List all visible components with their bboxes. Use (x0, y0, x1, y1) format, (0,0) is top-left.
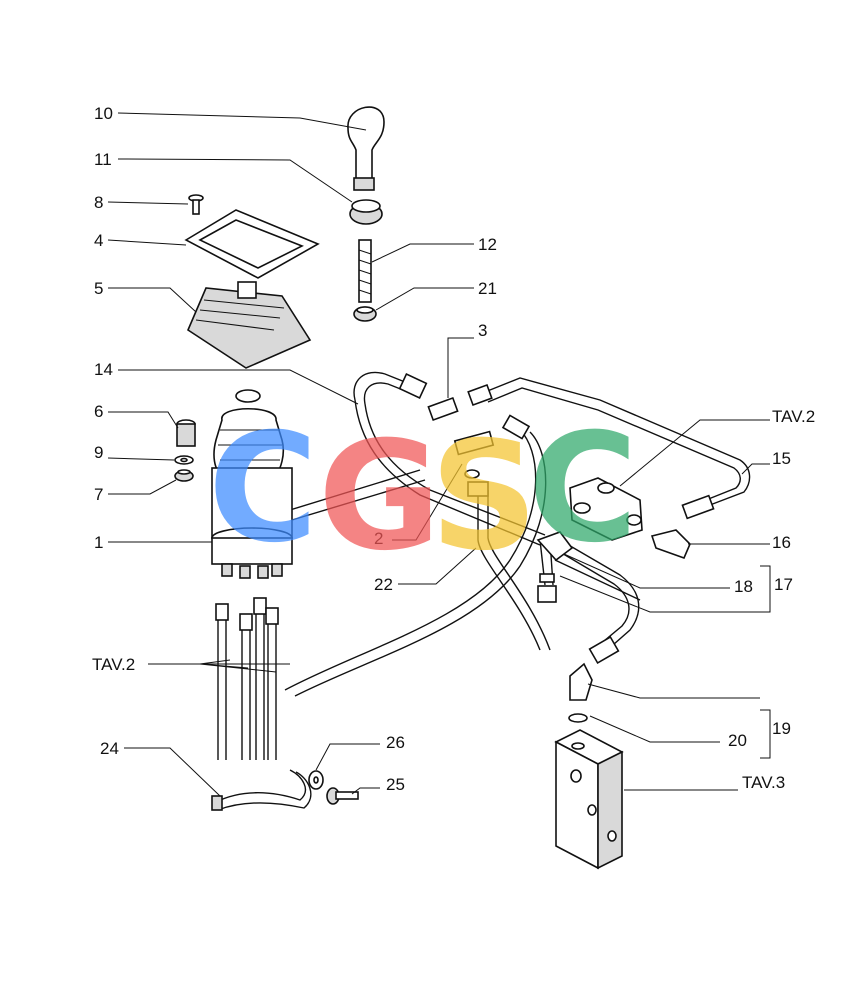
label-18: 18 (734, 577, 753, 596)
oring-20 (568, 713, 588, 723)
stud-12 (358, 239, 372, 303)
tee-fitting-2 (453, 430, 495, 497)
watermark-letter-g: G (318, 410, 441, 584)
washer-26 (308, 770, 324, 790)
frame-4 (184, 209, 320, 279)
label-3: 3 (478, 321, 487, 340)
boot-5 (187, 281, 312, 369)
label-16: 16 (772, 533, 791, 552)
label-11: 11 (94, 150, 112, 169)
label-20: 20 (728, 731, 747, 750)
label-5: 5 (94, 279, 103, 298)
knob-10 (347, 106, 385, 191)
label-25: 25 (386, 775, 405, 794)
screw-25 (326, 787, 359, 805)
label-tav3: TAV.3 (742, 773, 785, 792)
elbow-16 (650, 529, 691, 560)
label-14: 14 (94, 360, 113, 379)
hose-bundle-left (215, 597, 279, 760)
fitting-19 (569, 635, 620, 701)
label-tav2-left: TAV.2 (92, 655, 135, 674)
block-tav3 (554, 729, 624, 870)
label-6: 6 (94, 402, 103, 421)
label-2: 2 (374, 529, 383, 548)
nut-21 (353, 306, 377, 322)
washer-9 (174, 455, 194, 465)
clamp-24 (211, 769, 312, 811)
label-22: 22 (374, 575, 393, 594)
valve-body-1 (211, 389, 293, 579)
label-12: 12 (478, 235, 497, 254)
bushing-11 (349, 199, 383, 225)
cap-6 (176, 419, 196, 447)
label-17: 17 (774, 575, 793, 594)
watermark-letter-c1: C (208, 402, 318, 576)
fitting-15 (681, 494, 715, 520)
label-tav2-right: TAV.2 (772, 407, 815, 426)
label-24: 24 (100, 739, 119, 758)
label-15: 15 (772, 449, 791, 468)
label-8: 8 (94, 193, 103, 212)
label-4: 4 (94, 231, 103, 250)
watermark-logo: C G S C (208, 402, 638, 584)
label-7: 7 (94, 485, 103, 504)
screw-8 (188, 194, 204, 215)
label-19: 19 (772, 719, 791, 738)
fitting-3 (398, 373, 531, 440)
callout-labels: 10 11 8 4 5 12 21 3 14 6 9 7 1 2 22 TAV.… (92, 104, 815, 794)
elbow-18 (536, 531, 574, 603)
label-26: 26 (386, 733, 405, 752)
watermark-letter-s: S (430, 410, 538, 584)
nut-7 (174, 469, 194, 482)
label-21: 21 (478, 279, 497, 298)
label-10: 10 (94, 104, 113, 123)
block-tav2 (569, 477, 643, 541)
watermark-letter-c2: C (528, 402, 638, 576)
leader-lines (107, 112, 771, 797)
label-1: 1 (94, 533, 103, 552)
label-9: 9 (94, 443, 103, 462)
